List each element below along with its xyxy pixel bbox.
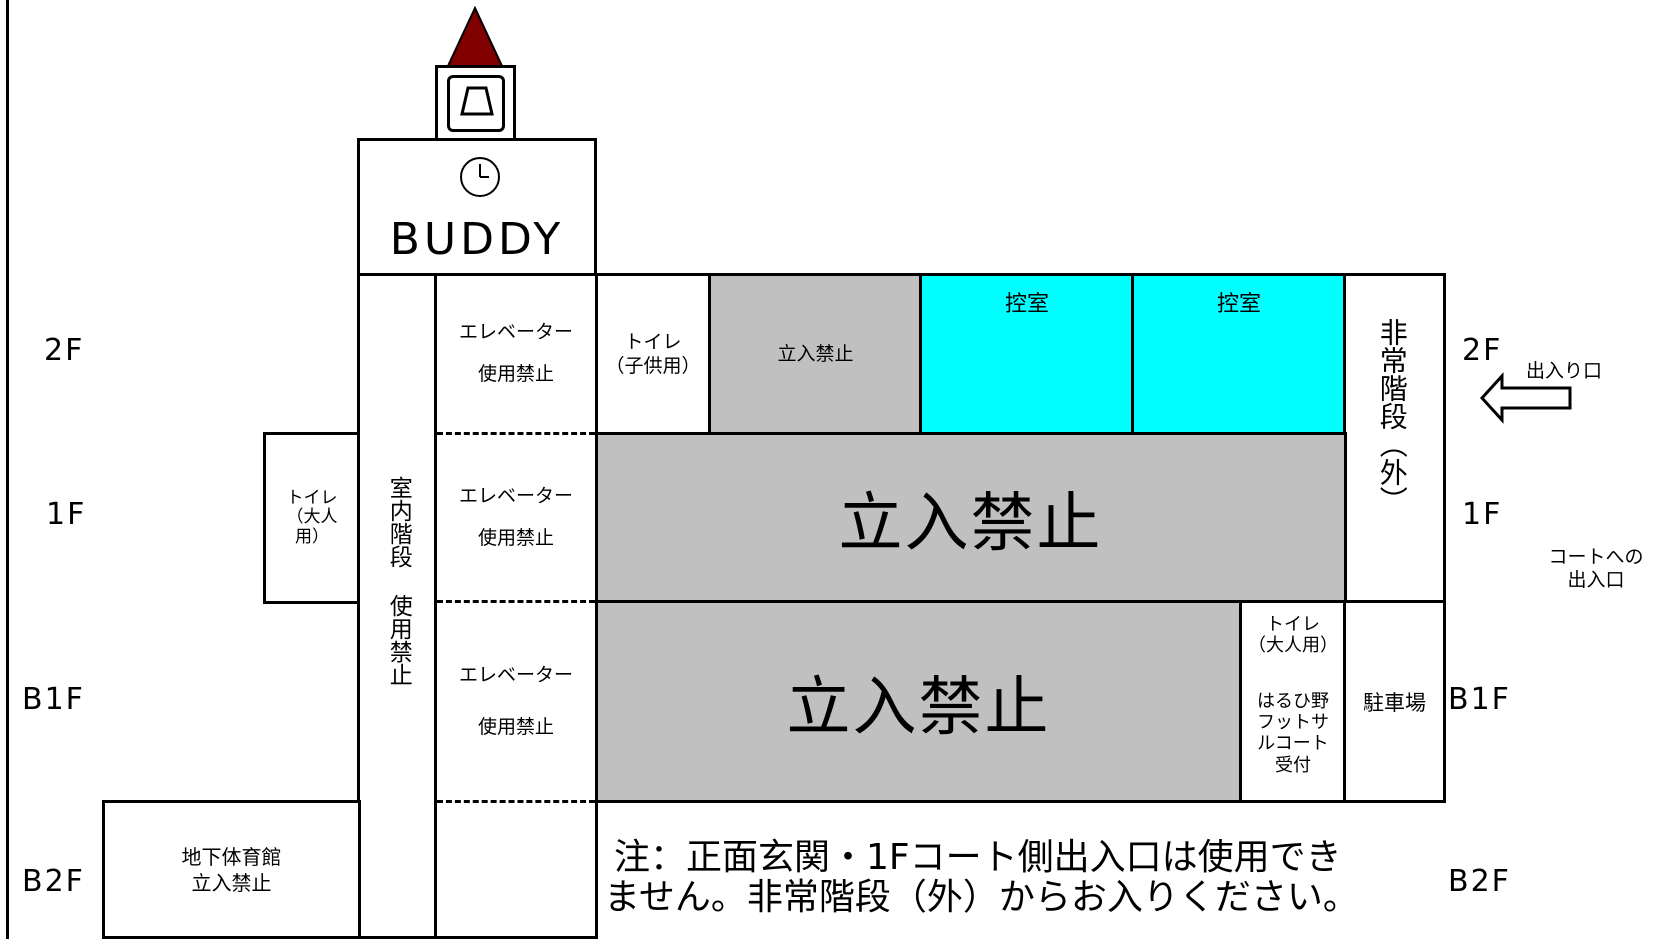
toilet-adult-1f-line3: 用） xyxy=(295,526,329,547)
elevator-divider-1 xyxy=(437,432,595,435)
waiting-room-1-label: 控室 xyxy=(1004,292,1049,317)
elevator-1f-line2: 使用禁止 xyxy=(477,526,554,549)
parking: 駐車場 xyxy=(1343,600,1446,803)
floor-label-1f-right: 1F xyxy=(1462,497,1503,532)
clock-icon xyxy=(460,157,500,197)
floor-label-b2f-right: B2F xyxy=(1448,864,1511,899)
elevator-1f-line1: エレベーター xyxy=(458,484,573,507)
floor-label-2f-left: 2F xyxy=(44,333,85,368)
elevator-1f: エレベーター 使用禁止 xyxy=(434,435,598,600)
floor-label-b2f-left: B2F xyxy=(22,864,85,899)
elevator-b1f-line2: 使用禁止 xyxy=(477,715,554,738)
bell-shape xyxy=(460,86,494,116)
toilet-adult-1f-line1: トイレ xyxy=(286,487,338,508)
tower-name: BUDDY xyxy=(389,213,565,265)
toilet-kids-line1: トイレ xyxy=(624,330,682,353)
elevator-column xyxy=(434,273,598,939)
no-entry-b1f: 立入禁止 xyxy=(594,600,1243,803)
tower-roof xyxy=(446,6,504,67)
court-entrance-line1: コートへの xyxy=(1548,546,1644,568)
toilet-reception-b1f: トイレ （大人用） はるひ野 フットサ ルコート 受付 xyxy=(1239,600,1347,803)
toilet-adult-1f: トイレ （大人 用） xyxy=(263,432,361,604)
court-entrance-line2: 出入口 xyxy=(1567,568,1625,591)
notice-line2: ません。非常階段（外）からお入りください。 xyxy=(604,877,1359,919)
floor-label-b1f-right: B1F xyxy=(1448,682,1511,717)
elevator-divider-3 xyxy=(437,800,595,803)
elevator-2f-line1: エレベーター xyxy=(458,321,573,344)
waiting-room-1: 控室 xyxy=(919,273,1135,436)
basement-gym: 地下体育館 立入禁止 xyxy=(102,800,361,939)
waiting-room-2: 控室 xyxy=(1131,273,1347,436)
reception-line3: ルコート xyxy=(1257,733,1329,755)
waiting-room-2-label: 控室 xyxy=(1216,292,1261,317)
elevator-divider-2 xyxy=(437,600,595,603)
toilet-kids: トイレ （子供用） xyxy=(594,273,712,436)
floor-label-b1f-left: B1F xyxy=(22,682,85,717)
emergency-stairs: 非常階段（外） xyxy=(1343,273,1446,604)
entrance-arrow-icon xyxy=(1479,372,1572,424)
floor-label-2f-right: 2F xyxy=(1462,333,1503,368)
gym-line1: 地下体育館 xyxy=(181,844,282,869)
notice-line1: 注：正面玄関・1Fコート側出入口は使用でき xyxy=(614,837,1342,878)
reception-line1: はるひ野 xyxy=(1257,691,1329,712)
entrance-label: 出入り口 xyxy=(1526,360,1603,382)
toilet-adult-b1f-line2: （大人用） xyxy=(1248,634,1338,656)
toilet-adult-b1f-line1: トイレ xyxy=(1266,614,1320,635)
court-entrance-label: コートへの 出入口 xyxy=(1528,546,1664,592)
tower-body: BUDDY xyxy=(357,138,597,277)
indoor-stairs: 室内階段 使用禁止 xyxy=(357,273,438,939)
futsal-reception: はるひ野 フットサ ルコート 受付 xyxy=(1242,691,1344,776)
tower-bell-box xyxy=(435,65,516,142)
elevator-2f-line2: 使用禁止 xyxy=(477,363,554,385)
elevator-b1f: エレベーター 使用禁止 xyxy=(434,603,598,800)
reception-line4: 受付 xyxy=(1275,754,1311,776)
floor-label-1f-left: 1F xyxy=(46,497,87,532)
no-entry-1f: 立入禁止 xyxy=(594,432,1347,604)
toilet-adult-1f-line2: （大人 xyxy=(286,507,338,528)
frame-left-line xyxy=(6,0,9,939)
toilet-kids-line2: （子供用） xyxy=(605,354,701,377)
tower-bell xyxy=(447,75,505,132)
toilet-adult-b1f: トイレ （大人用） xyxy=(1242,614,1344,656)
gym-line2: 立入禁止 xyxy=(191,870,272,895)
reception-line2: フットサ xyxy=(1257,712,1329,734)
elevator-b1f-line1: エレベーター xyxy=(458,664,573,687)
indoor-stairs-label: 室内階段 使用禁止 xyxy=(385,476,412,686)
emergency-stairs-label: 非常階段（外） xyxy=(1375,318,1409,514)
notice-text: 注：正面玄関・1Fコート側出入口は使用でき ません。非常階段（外）からお入りくだ… xyxy=(604,837,1434,919)
no-entry-2f: 立入禁止 xyxy=(708,273,923,436)
elevator-2f: エレベーター 使用禁止 xyxy=(434,276,598,432)
